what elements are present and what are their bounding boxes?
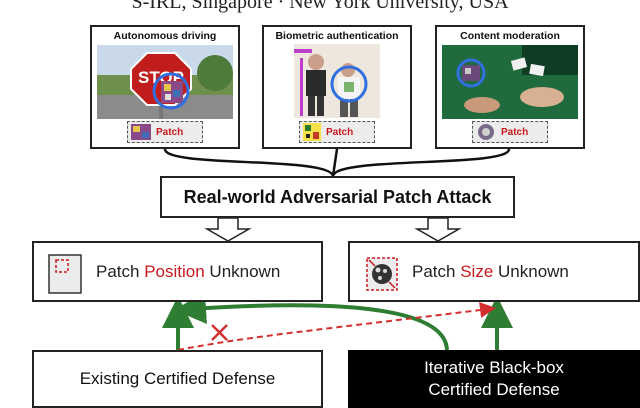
stop-sign-photo: STOP — [97, 45, 233, 119]
new-defense-line2: Certified Defense — [428, 380, 560, 399]
size-unknown-box: Patch Size Unknown — [348, 241, 640, 302]
patch-swatch-icon — [478, 124, 494, 140]
block-arrow-left — [204, 217, 252, 242]
merge-line-center — [331, 148, 339, 177]
highlight-ring — [330, 65, 368, 103]
patch-chip: Patch — [472, 121, 548, 143]
panel-autonomous-driving: Autonomous driving STOP Patch — [90, 25, 240, 149]
block-arrow-right — [414, 217, 462, 242]
size-icon — [366, 257, 398, 291]
patch-chip: Patch — [299, 121, 375, 143]
merge-curve-right — [331, 148, 511, 177]
panel-title: Autonomous driving — [113, 30, 217, 42]
panel-title: Biometric authentication — [275, 30, 399, 42]
patch-swatch-icon — [131, 124, 151, 140]
patch-label: Patch — [501, 126, 529, 138]
size-unknown-text: Patch Size Unknown — [412, 262, 569, 281]
gambling-photo — [442, 45, 578, 119]
position-icon — [48, 254, 82, 294]
panel-content-moderation: Content moderation Patch — [435, 25, 585, 149]
position-unknown-box: Patch Position Unknown — [32, 241, 323, 302]
merge-curve-left — [163, 148, 335, 177]
highlight-ring — [456, 58, 486, 88]
existing-defense-box: Existing Certified Defense — [32, 350, 323, 408]
red-dashed-arrow — [177, 302, 496, 351]
highlight-ring — [152, 72, 190, 110]
attack-box: Real-world Adversarial Patch Attack — [160, 176, 515, 218]
patch-label: Patch — [326, 126, 354, 138]
new-defense-box: Iterative Black-box Certified Defense — [348, 350, 640, 408]
green-arrow-new-to-position — [174, 292, 449, 352]
patch-chip: Patch — [127, 121, 203, 143]
patch-swatch-icon — [303, 123, 321, 141]
cross-icon — [211, 324, 228, 341]
patch-label: Patch — [156, 126, 184, 138]
panel-biometric-authentication: Biometric authentication Patch — [262, 25, 412, 149]
panel-title: Content moderation — [460, 30, 560, 42]
new-defense-line1: Iterative Black-box — [424, 358, 564, 377]
attack-label: Real-world Adversarial Patch Attack — [183, 186, 492, 207]
position-unknown-text: Patch Position Unknown — [96, 262, 281, 281]
existing-defense-label: Existing Certified Defense — [79, 369, 276, 388]
affiliation-header: S-IRL, Singapore · New York University, … — [131, 0, 509, 13]
person-photo — [294, 44, 380, 118]
